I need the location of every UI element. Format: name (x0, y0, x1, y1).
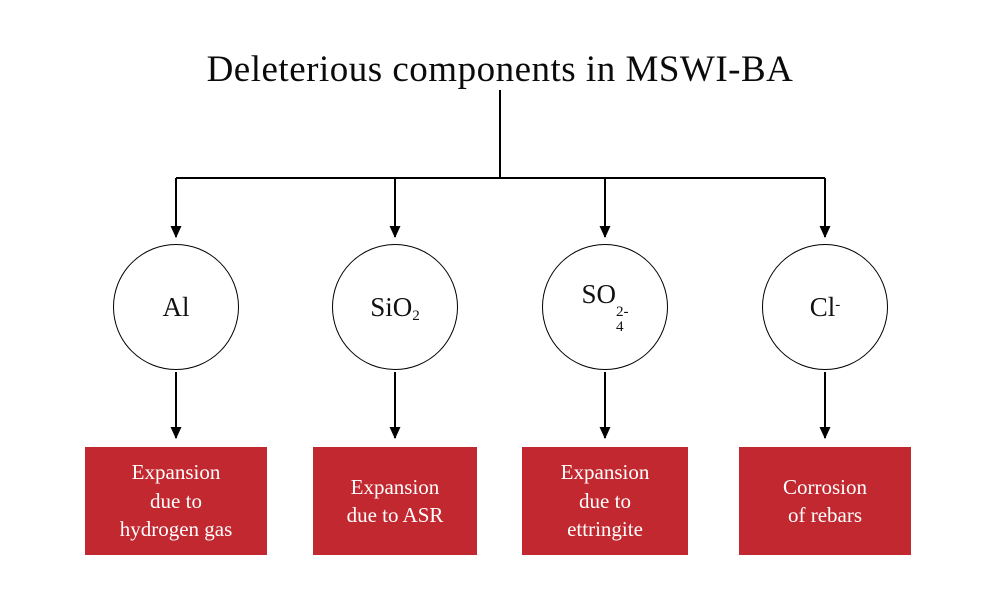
formula-base: Cl (809, 291, 836, 322)
effect-box-rebar-corrosion: Corrosion of rebars (739, 447, 911, 555)
component-node-chloride: Cl- (762, 244, 888, 370)
effect-box-ettringite: Expansion due to ettringite (522, 447, 688, 555)
formula-superscript: 2- (615, 304, 629, 321)
formula-base: SO (581, 278, 616, 309)
formula-subscript: 2 (412, 308, 420, 325)
formula-subscript: 4 (615, 319, 624, 336)
formula-base: Al (162, 291, 190, 322)
formula-parts: 2 (412, 292, 420, 325)
diagram-title: Deleterious components in MSWI-BA (206, 49, 794, 90)
node-formula: Cl- (810, 292, 841, 323)
effect-box-hydrogen-gas: Expansion due to hydrogen gas (85, 447, 267, 555)
formula-superscript: - (835, 296, 841, 313)
component-node-silica: SiO2 (332, 244, 458, 370)
formula-parts: - (835, 292, 840, 322)
formula-base: SiO (370, 291, 413, 322)
node-formula: Al (163, 292, 190, 323)
node-formula: SiO2 (370, 291, 420, 325)
effect-box-asr: Expansion due to ASR (313, 447, 477, 555)
formula-parts: 2-4 (616, 305, 629, 335)
component-node-aluminium: Al (113, 244, 239, 370)
